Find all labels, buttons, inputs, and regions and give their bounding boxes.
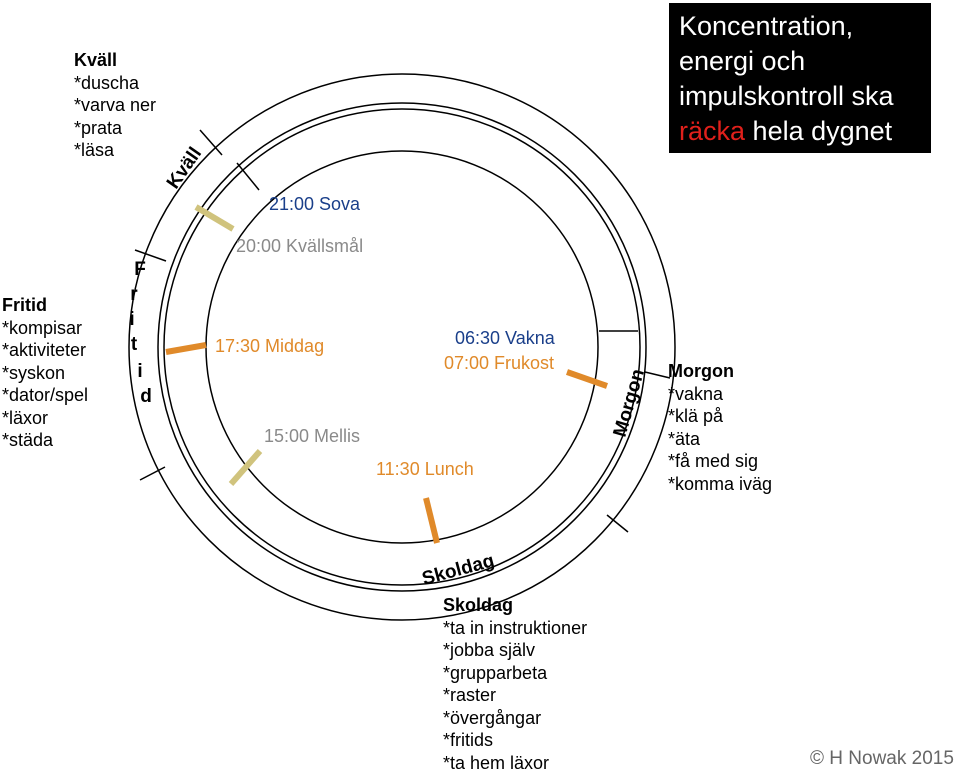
morgon-block: Morgon *vakna *klä på *äta *få med sig *… <box>668 360 772 495</box>
list-item: *jobba själv <box>443 639 587 662</box>
skoldag-heading: Skoldag <box>443 594 587 617</box>
list-item: *ta hem läxor <box>443 752 587 774</box>
skoldag-block: Skoldag *ta in instruktioner *jobba själ… <box>443 594 587 774</box>
segment-fritid-letter: r <box>124 283 144 308</box>
marker-middag <box>166 345 206 352</box>
copyright: © H Nowak 2015 <box>810 748 954 770</box>
list-item: *städa <box>2 429 88 452</box>
divider-skoldag-fritid <box>140 467 165 480</box>
list-item: *prata <box>74 117 156 140</box>
marker-frukost <box>567 372 607 386</box>
title-line: räcka hela dygnet <box>679 114 921 149</box>
time-sova: 21:00 Sova <box>269 194 361 214</box>
time-kvallsmal: 20:00 Kvällsmål <box>236 236 363 256</box>
list-item: *raster <box>443 684 587 707</box>
title-line: Koncentration, <box>679 9 921 44</box>
time-vakna: 06:30 Vakna <box>455 328 556 348</box>
marker-lunch <box>426 498 437 543</box>
list-item: *grupparbeta <box>443 662 587 685</box>
list-item: *varva ner <box>74 94 156 117</box>
segment-fritid-letter: d <box>136 385 156 410</box>
list-item: *vakna <box>668 383 772 406</box>
kvall-block: Kväll *duscha *varva ner *prata *läsa <box>74 49 156 162</box>
title-line: energi och <box>679 44 921 79</box>
kvall-heading: Kväll <box>74 49 156 72</box>
title-box: Koncentration, energi och impulskontroll… <box>669 3 931 153</box>
segment-fritid-letter: t <box>124 333 144 358</box>
morgon-heading: Morgon <box>668 360 772 383</box>
title-highlight: räcka <box>679 116 745 146</box>
segment-kvall-label: Kväll <box>163 144 206 193</box>
list-item: *läsa <box>74 139 156 162</box>
list-item: *kompisar <box>2 317 88 340</box>
list-item: *ta in instruktioner <box>443 617 587 640</box>
list-item: *få med sig <box>668 450 772 473</box>
fritid-block: Fritid *kompisar *aktiviteter *syskon *d… <box>2 294 88 452</box>
divider-inner-kvall <box>237 163 259 190</box>
list-item: *duscha <box>74 72 156 95</box>
list-item: *syskon <box>2 362 88 385</box>
segment-fritid-letter: i <box>122 308 142 333</box>
list-item: *fritids <box>443 729 587 752</box>
outer-ring <box>129 74 675 620</box>
title-rest: hela dygnet <box>753 116 893 146</box>
segment-fritid-letter: i <box>130 360 150 385</box>
segment-fritid-letter: F <box>130 258 150 283</box>
fritid-heading: Fritid <box>2 294 88 317</box>
segment-morgon-label: Morgon <box>610 367 649 440</box>
list-item: *klä på <box>668 405 772 428</box>
list-item: *komma iväg <box>668 473 772 496</box>
time-frukost: 07:00 Frukost <box>444 353 554 373</box>
list-item: *dator/spel <box>2 384 88 407</box>
list-item: *läxor <box>2 407 88 430</box>
time-middag: 17:30 Middag <box>215 336 324 356</box>
list-item: *övergångar <box>443 707 587 730</box>
marker-mellis <box>231 451 260 484</box>
time-mellis: 15:00 Mellis <box>264 426 360 446</box>
list-item: *aktiviteter <box>2 339 88 362</box>
title-line: impulskontroll ska <box>679 79 921 114</box>
time-lunch: 11:30 Lunch <box>376 459 474 479</box>
list-item: *äta <box>668 428 772 451</box>
